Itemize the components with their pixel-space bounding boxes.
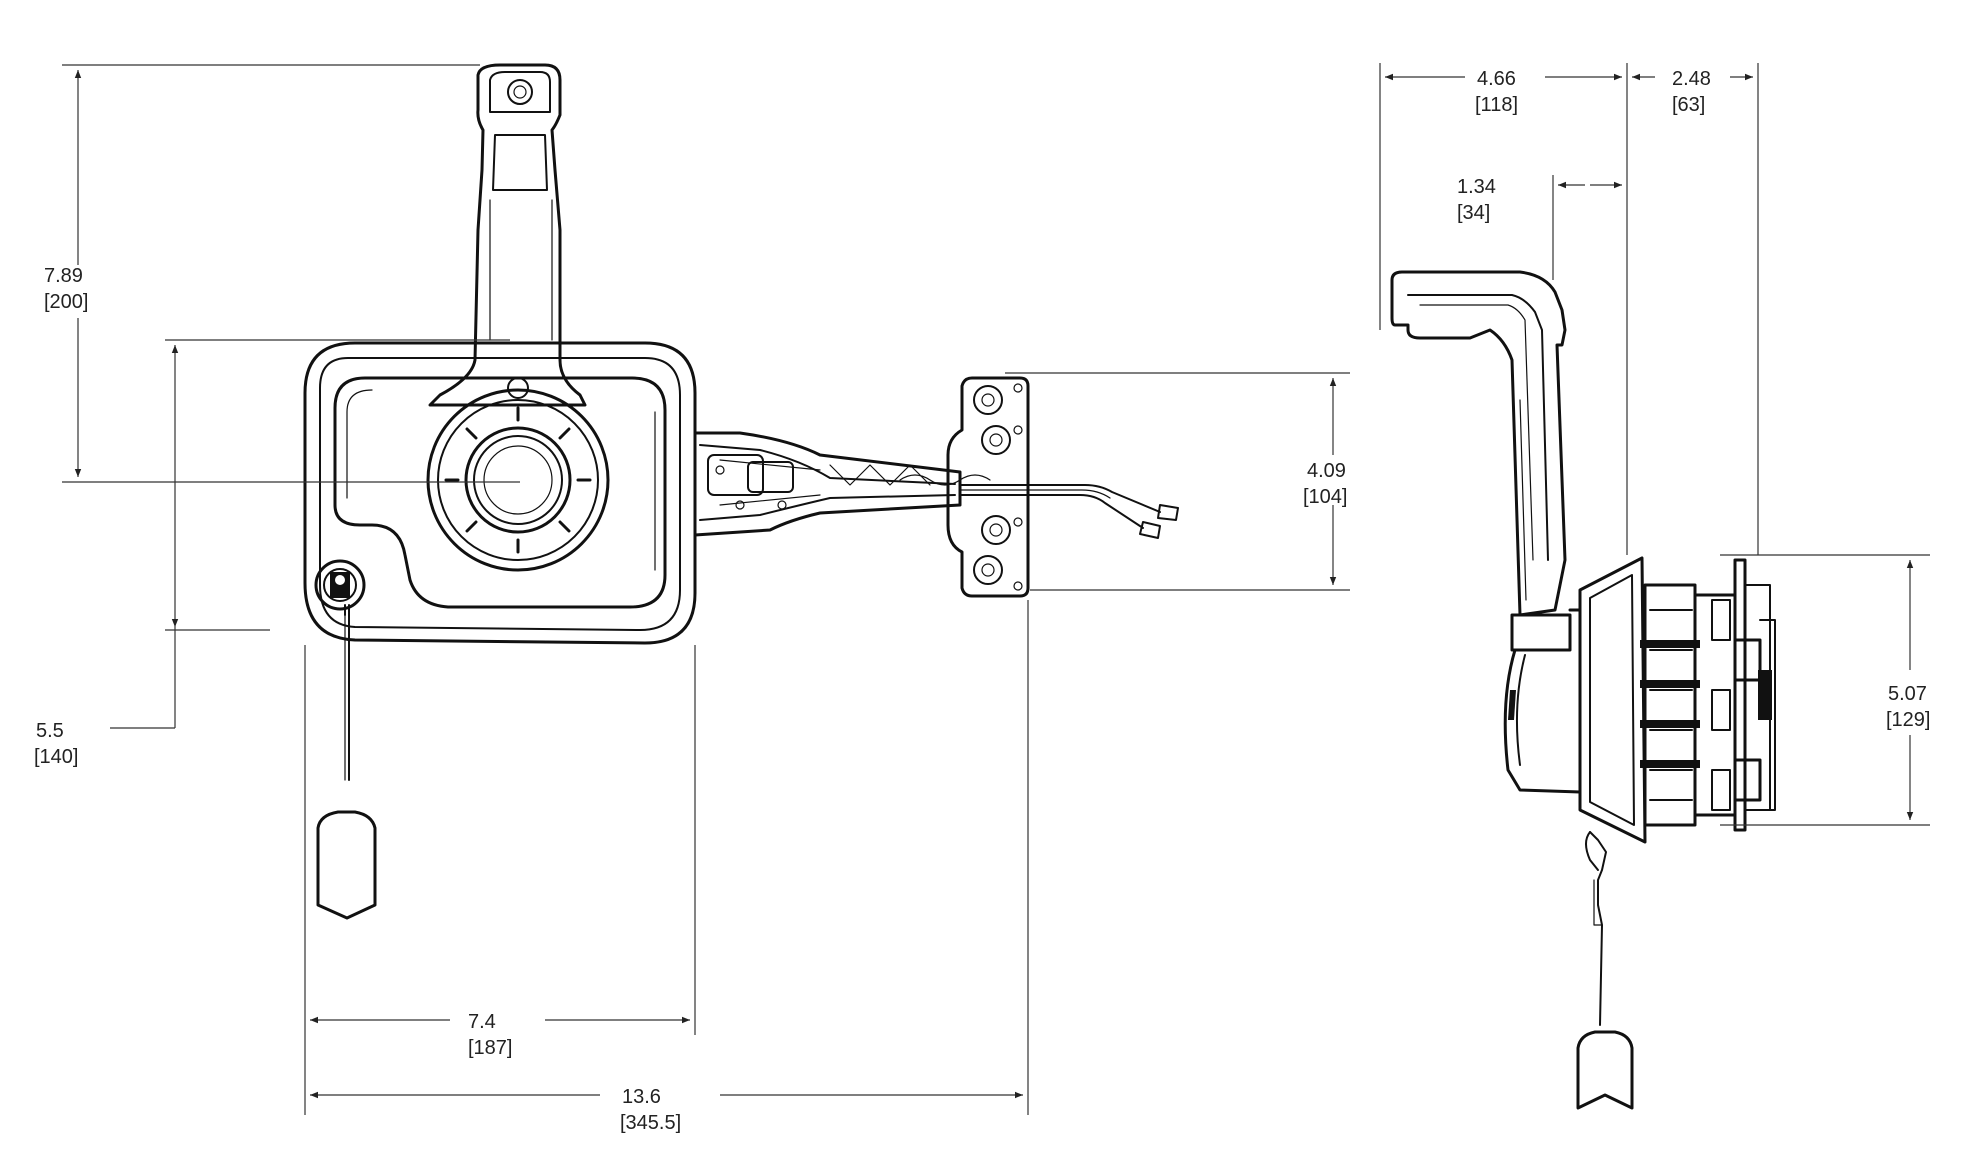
dim-side-handle-reach-metric: [118] [1475, 94, 1518, 116]
dim-overall-height-metric: [200] [44, 291, 88, 313]
dim-side-body-height-metric: [129] [1886, 709, 1930, 731]
dim-side-mount-depth-value: 2.48 [1672, 68, 1711, 90]
dim-bracket-height-metric: [104] [1303, 486, 1347, 508]
dim-side-handle-offset-metric: [34] [1457, 202, 1490, 224]
side-view-control [1390, 270, 1776, 1110]
dim-side-mount-depth-metric: [63] [1672, 94, 1705, 116]
dim-side-handle-reach-value: 4.66 [1477, 68, 1516, 90]
dim-side-body-height-value: 5.07 [1888, 683, 1927, 705]
dim-housing-width-value: 7.4 [468, 1011, 496, 1033]
dim-pivot-height-metric: [140] [34, 746, 78, 768]
dim-housing-width-metric: [187] [468, 1037, 512, 1059]
dim-overall-height-value: 7.89 [44, 265, 83, 287]
dim-overall-width-value: 13.6 [622, 1086, 661, 1108]
dim-bracket-height-value: 4.09 [1307, 460, 1346, 482]
dim-overall-width-metric: [345.5] [620, 1112, 681, 1134]
dim-side-handle-offset-value: 1.34 [1457, 176, 1496, 198]
dim-pivot-height-value: 5.5 [36, 720, 64, 742]
front-view-control [62, 63, 1179, 920]
dimension-labels: 7.89 [200] 5.5 [140] 7.4 [187] 13.6 [345… [34, 68, 1930, 1134]
dimension-lines [62, 63, 1930, 1115]
